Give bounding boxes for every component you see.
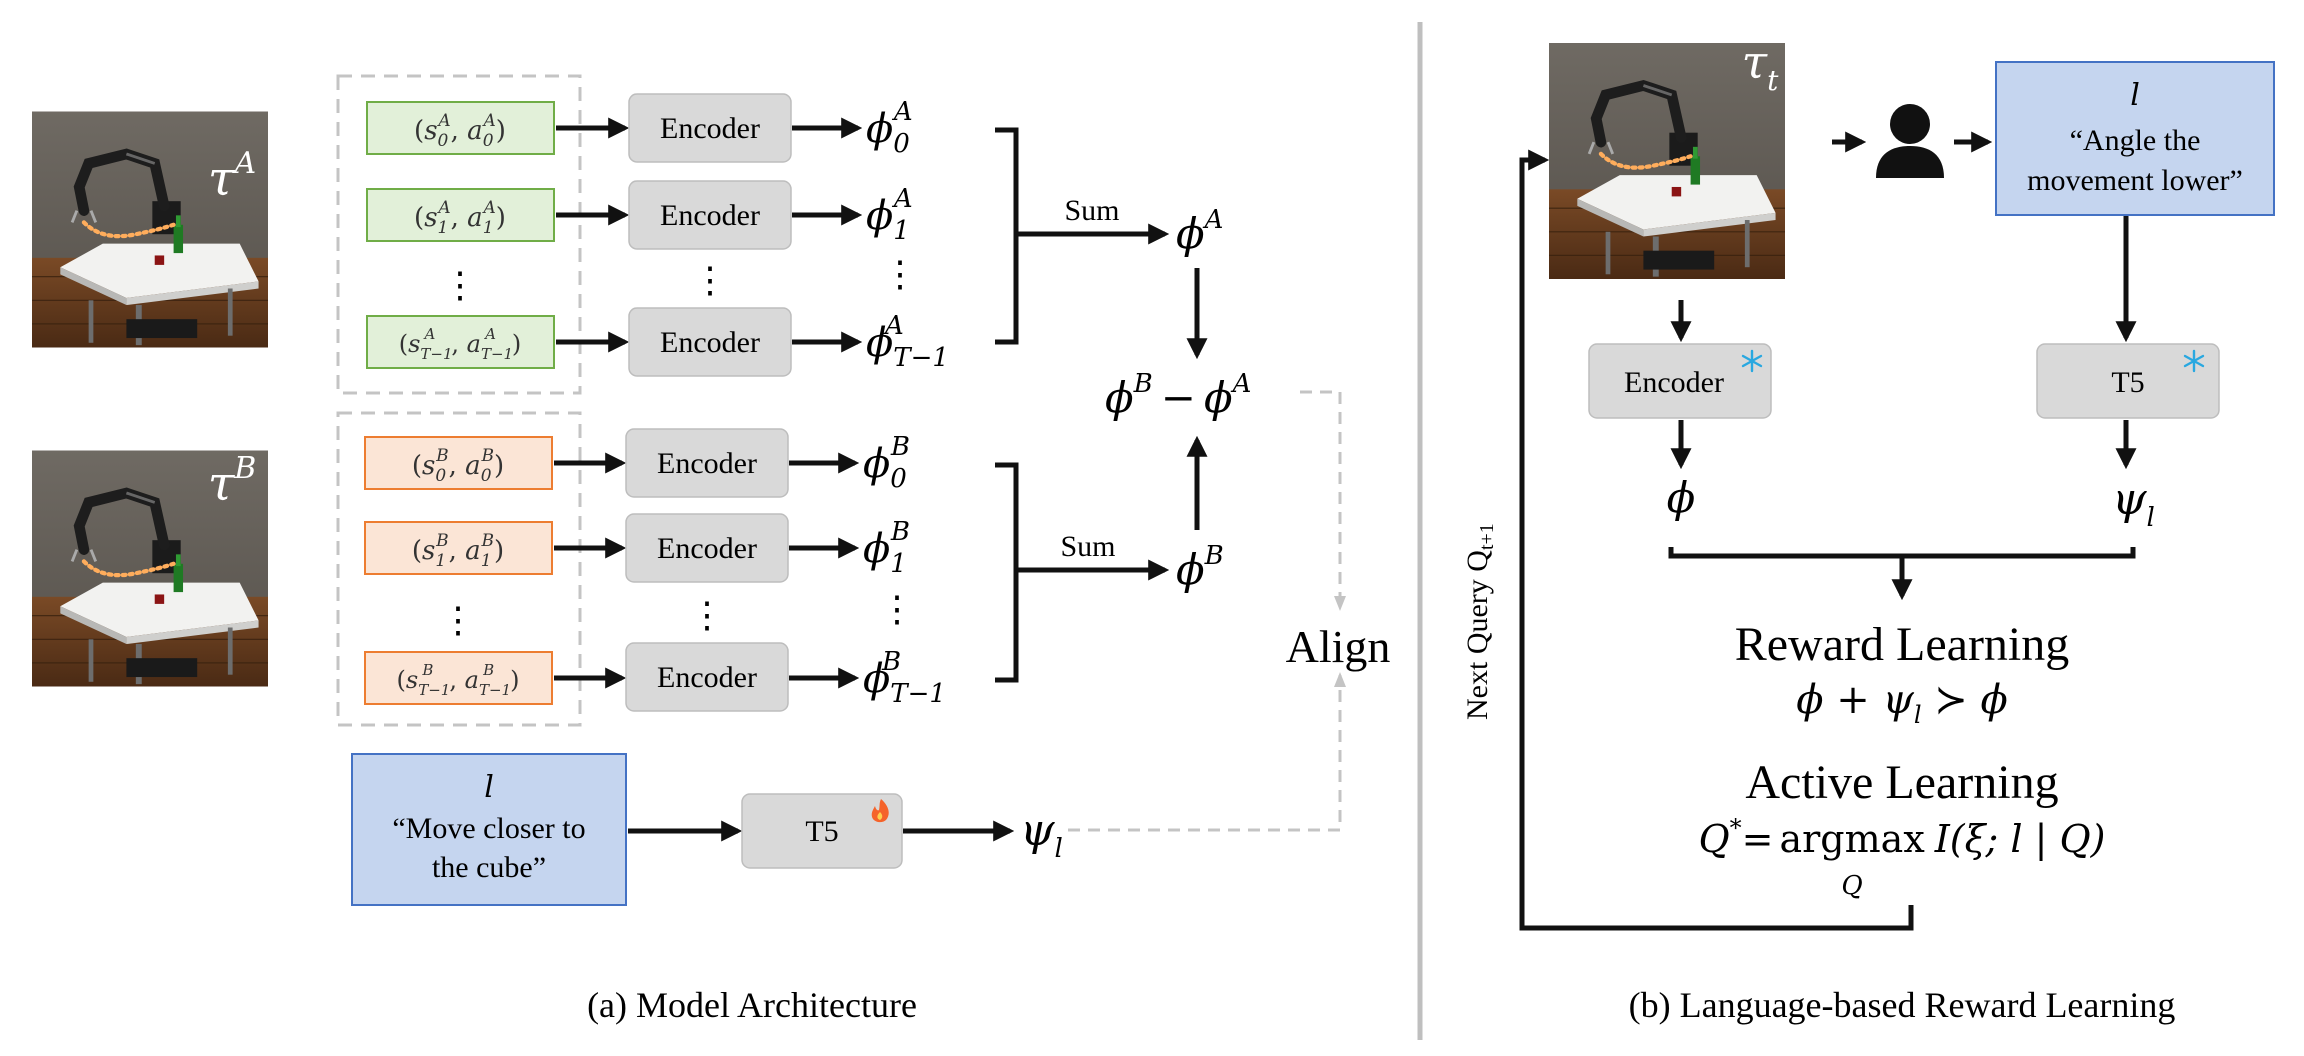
svg-text:movement lower”: movement lower” [2027, 164, 2243, 197]
bracket-a [995, 127, 1019, 345]
svg-text:the cube”: the cube” [432, 851, 546, 884]
t5-box-b: T5 [2036, 343, 2220, 419]
t5-box-a: T5 [741, 793, 903, 869]
align-label: Align [1286, 621, 1391, 672]
input-a-last: (sT−1A, aT−1A) [366, 315, 555, 369]
encoder-a-last: Encoder [628, 307, 792, 377]
psi-a: ψl [1020, 805, 1063, 864]
reward-learning-title: Reward Learning [1735, 618, 2070, 671]
dashed-psi-to-align [1068, 672, 1346, 832]
svg-text:Encoder: Encoder [1624, 366, 1724, 399]
group-a-box [336, 74, 582, 395]
bracket-b [995, 462, 1019, 683]
svg-text:(sT−1A, aT−1A): (sT−1A, aT−1A) [399, 325, 522, 363]
phi-a-ellipsis: ⋮ [882, 254, 918, 295]
phi-b-panel: ϕ [1667, 473, 1696, 522]
phi-b-0: ϕ0B [863, 432, 910, 494]
trajectory-a-image [32, 112, 268, 348]
input-a-0: (s0A, a0A) [366, 101, 555, 155]
svg-text:Encoder: Encoder [660, 112, 760, 145]
bracket-reward [1668, 547, 2136, 559]
svg-text:(sT−1B, aT−1B): (sT−1B, aT−1B) [397, 661, 520, 699]
input-b-ellipsis: ⋮ [440, 600, 476, 641]
reward-learning-equation: ϕ + ψl ≻ ϕ [1796, 677, 2008, 729]
fire-icon [871, 799, 889, 823]
dashed-diff-to-align [1300, 390, 1346, 611]
trajectory-a-label: τA [208, 146, 256, 207]
encoder-b-frozen: Encoder [1588, 343, 1772, 419]
encoder-b-1: Encoder [625, 513, 789, 583]
svg-text:T5: T5 [805, 815, 838, 848]
caption-b: (b) Language-based Reward Learning [1629, 985, 2176, 1025]
svg-text:“Move closer to: “Move closer to [392, 812, 585, 845]
user-icon [1876, 104, 1944, 178]
svg-text:Encoder: Encoder [657, 661, 757, 694]
psi-b-panel: ψl [2112, 474, 2155, 533]
trajectory-t-label: τt [1742, 35, 1779, 97]
snowflake-icon [1741, 349, 1763, 373]
input-b-1: (s1B, a1B) [364, 521, 553, 575]
input-a-ellipsis: ⋮ [442, 265, 478, 306]
svg-text:(s0A, a0A): (s0A, a0A) [414, 111, 506, 151]
encoder-a-ellipsis: ⋮ [692, 260, 728, 301]
svg-text:Encoder: Encoder [657, 447, 757, 480]
phi-a-0: ϕ0A [866, 97, 913, 159]
svg-text:Encoder: Encoder [660, 199, 760, 232]
phi-b-ellipsis: ⋮ [879, 589, 915, 630]
caption-a: (a) Model Architecture [587, 985, 917, 1025]
svg-text:l: l [2130, 78, 2140, 113]
svg-text:Encoder: Encoder [660, 326, 760, 359]
input-b-0: (s0B, a0B) [364, 436, 553, 490]
svg-text:(s1B, a1B): (s1B, a1B) [412, 531, 504, 571]
phi-b-last: ϕT−1B [863, 647, 946, 709]
encoder-a-1: Encoder [628, 180, 792, 250]
svg-text:(s0B, a0B): (s0B, a0B) [412, 446, 504, 486]
phi-a-1: ϕ1A [866, 184, 913, 246]
svg-text:(s1A, a1A): (s1A, a1A) [414, 198, 506, 238]
encoder-b-last: Encoder [625, 642, 789, 712]
snowflake-icon [2183, 349, 2205, 373]
feedback-loop-arrow [1519, 149, 1914, 931]
phi-a-sum: ϕA [1176, 205, 1223, 258]
active-learning-title: Active Learning [1745, 756, 2058, 809]
phi-b-1: ϕ1B [863, 517, 910, 579]
language-box-a: l “Move closer to the cube” [351, 753, 627, 906]
encoder-b-0: Encoder [625, 428, 789, 498]
argmax-subscript: Q [1841, 871, 1862, 901]
phi-b-sum: ϕB [1176, 541, 1224, 594]
group-b-box [336, 411, 582, 727]
sum-label-a: Sum [1064, 194, 1119, 227]
sum-label-b: Sum [1060, 530, 1115, 563]
trajectory-b-label: τB [208, 451, 257, 512]
phi-a-last: ϕT−1A [866, 311, 949, 373]
svg-text:“Angle the: “Angle the [2070, 124, 2201, 157]
input-b-last: (sT−1B, aT−1B) [364, 651, 553, 705]
encoder-a-0: Encoder [628, 93, 792, 163]
phi-difference: ϕB−ϕA [1105, 369, 1251, 422]
svg-text:Encoder: Encoder [657, 532, 757, 565]
svg-text:l: l [484, 770, 494, 805]
svg-text:T5: T5 [2111, 366, 2144, 399]
language-box-b: l “Angle the movement lower” [1995, 61, 2275, 216]
encoder-b-ellipsis: ⋮ [689, 595, 725, 636]
next-query-label: Next Query Qt+1 [1461, 523, 1498, 720]
input-a-1: (s1A, a1A) [366, 188, 555, 242]
